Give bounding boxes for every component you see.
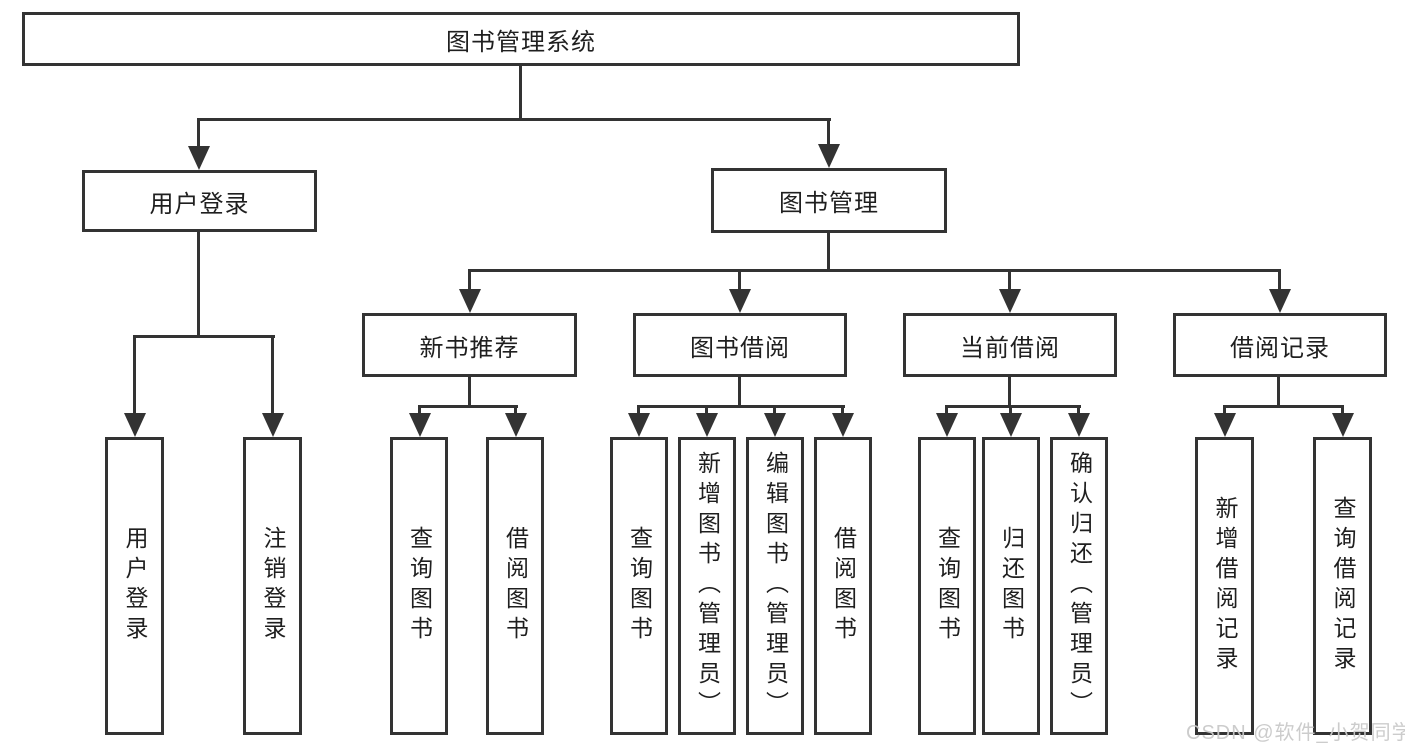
connector-stem xyxy=(738,377,741,408)
leaf-query-books-recommend: 查询图书 xyxy=(390,437,448,735)
leaf-query-borrow-record: 查询借阅记录 xyxy=(1313,437,1372,735)
leaf-return-book: 归还图书 xyxy=(982,437,1040,735)
node-user-login: 用户登录 xyxy=(82,170,317,232)
connector-stem xyxy=(133,338,136,415)
leaf-user-login: 用户登录 xyxy=(105,437,164,735)
connector-rail xyxy=(945,405,1081,408)
connector-rail xyxy=(637,405,845,408)
connector-stem xyxy=(197,121,200,147)
connector-stem xyxy=(197,232,200,338)
leaf-add-borrow-record: 新增借阅记录 xyxy=(1195,437,1254,735)
arrow-down-icon xyxy=(188,146,210,170)
connector-stem xyxy=(1278,272,1281,290)
node-new-book-recommend: 新书推荐 xyxy=(362,313,577,377)
leaf-borrow-books-recommend: 借阅图书 xyxy=(486,437,544,735)
leaf-query-books-current: 查询图书 xyxy=(918,437,976,735)
arrow-down-icon xyxy=(999,289,1021,313)
connector-stem xyxy=(827,121,830,147)
arrow-down-icon xyxy=(409,413,431,437)
arrow-down-icon xyxy=(936,413,958,437)
node-borrow-records: 借阅记录 xyxy=(1173,313,1387,377)
leaf-confirm-return-admin: 确认归还（管理员） xyxy=(1050,437,1108,735)
connector-stem xyxy=(468,272,471,290)
arrow-down-icon xyxy=(832,413,854,437)
arrow-down-icon xyxy=(1269,289,1291,313)
connector-rail xyxy=(1223,405,1344,408)
arrow-down-icon xyxy=(262,413,284,437)
arrow-down-icon xyxy=(628,413,650,437)
connector-level3-rail xyxy=(468,269,1281,272)
leaf-add-book-admin: 新增图书（管理员） xyxy=(678,437,736,735)
arrow-down-icon xyxy=(1214,413,1236,437)
connector-rail xyxy=(418,405,518,408)
connector-root-stem xyxy=(519,66,522,121)
connector-stem xyxy=(1277,377,1280,408)
leaf-logout: 注销登录 xyxy=(243,437,302,735)
node-book-management: 图书管理 xyxy=(711,168,947,233)
leaf-edit-book-admin: 编辑图书（管理员） xyxy=(746,437,804,735)
connector-stem xyxy=(1008,377,1011,408)
node-current-borrow: 当前借阅 xyxy=(903,313,1117,377)
leaf-borrow-books: 借阅图书 xyxy=(814,437,872,735)
arrow-down-icon xyxy=(1068,413,1090,437)
connector-level2-rail xyxy=(197,118,831,121)
connector-stem xyxy=(271,338,274,415)
connector-rail xyxy=(133,335,275,338)
arrow-down-icon xyxy=(818,144,840,168)
connector-stem xyxy=(827,233,830,272)
connector-stem xyxy=(738,272,741,290)
arrow-down-icon xyxy=(1332,413,1354,437)
csdn-watermark: CSDN @软件_小贺同学 xyxy=(1186,722,1405,744)
node-book-borrow: 图书借阅 xyxy=(633,313,847,377)
arrow-down-icon xyxy=(124,413,146,437)
arrow-down-icon xyxy=(764,413,786,437)
connector-stem xyxy=(468,377,471,408)
leaf-query-books-borrow: 查询图书 xyxy=(610,437,668,735)
arrow-down-icon xyxy=(459,289,481,313)
arrow-down-icon xyxy=(729,289,751,313)
arrow-down-icon xyxy=(1000,413,1022,437)
arrow-down-icon xyxy=(505,413,527,437)
node-root: 图书管理系统 xyxy=(22,12,1020,66)
arrow-down-icon xyxy=(696,413,718,437)
connector-stem xyxy=(1008,272,1011,290)
